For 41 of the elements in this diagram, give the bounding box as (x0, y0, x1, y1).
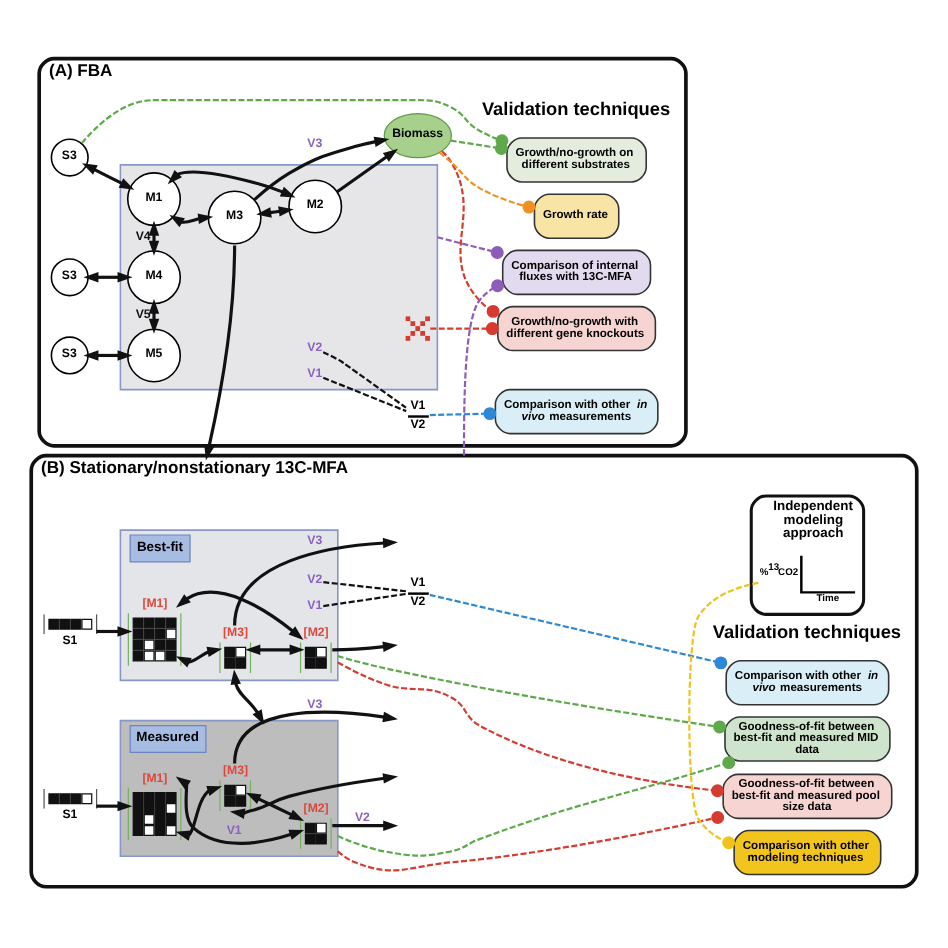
arrow (233, 710, 398, 764)
connector (437, 236, 504, 259)
arrow (175, 646, 223, 668)
arrow (169, 213, 214, 228)
connector (337, 811, 725, 872)
connector (337, 756, 736, 857)
arrow (96, 800, 133, 812)
arrow (175, 785, 223, 841)
connector (441, 150, 500, 318)
connector (429, 593, 728, 670)
label: Validation techniques (712, 622, 902, 643)
arrow (336, 148, 399, 194)
arrow (175, 776, 305, 845)
connector (337, 661, 724, 798)
connector (337, 655, 726, 734)
connector (688, 581, 759, 850)
connector (322, 376, 407, 413)
connector (322, 351, 407, 409)
arrow (83, 350, 133, 361)
connector (439, 151, 536, 214)
arrow (82, 163, 135, 190)
connector (462, 279, 505, 456)
connector (429, 407, 497, 421)
arrow (253, 136, 390, 201)
arrow (245, 644, 305, 656)
arrow (83, 272, 133, 283)
connector (323, 592, 407, 608)
arrow (233, 537, 398, 626)
connector (450, 139, 508, 155)
arrow (167, 169, 296, 198)
arrow (96, 626, 133, 637)
arrow (332, 641, 398, 652)
arrow (229, 773, 399, 819)
connector (323, 581, 407, 593)
arrow (204, 245, 237, 461)
arrow (332, 820, 399, 831)
arrow (230, 669, 265, 725)
arrow (175, 590, 304, 640)
connector (430, 322, 499, 336)
label: Validation techniques (481, 99, 671, 120)
arrow (245, 792, 305, 821)
